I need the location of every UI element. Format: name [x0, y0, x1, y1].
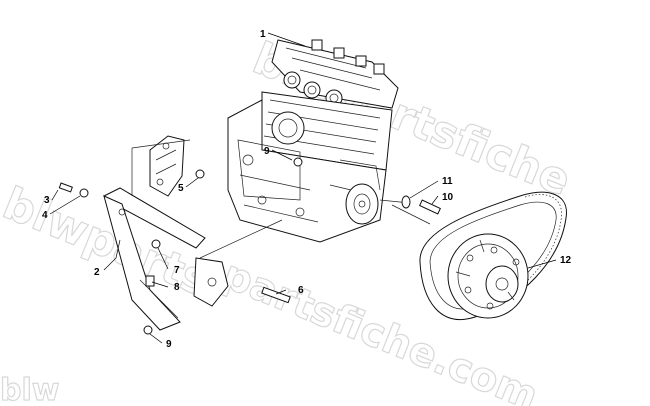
engine-part — [227, 39, 399, 243]
callout-6: 6 — [298, 285, 304, 296]
reference-lines — [131, 139, 431, 259]
callout-3: 3 — [44, 195, 50, 206]
callout-9-lower: 9 — [166, 339, 172, 350]
callout-8: 8 — [174, 282, 180, 293]
clutch-part — [447, 233, 529, 319]
watermark-corner: blw — [0, 373, 59, 406]
callout-11: 11 — [442, 176, 453, 187]
callout-9-upper: 9 — [264, 146, 270, 157]
bracket-part — [103, 187, 229, 331]
engine-mount-part — [149, 135, 185, 197]
fasteners — [58, 157, 441, 335]
callout-1: 1 — [260, 29, 266, 40]
leader-lines — [49, 32, 557, 344]
callout-7: 7 — [174, 265, 180, 276]
callout-5: 5 — [178, 183, 184, 194]
callout-4: 4 — [42, 210, 48, 221]
callouts: 1 2 3 4 5 6 7 8 9 9 10 11 12 — [42, 29, 572, 350]
callout-2: 2 — [94, 267, 100, 278]
callout-12: 12 — [560, 255, 572, 266]
callout-10: 10 — [442, 192, 454, 203]
